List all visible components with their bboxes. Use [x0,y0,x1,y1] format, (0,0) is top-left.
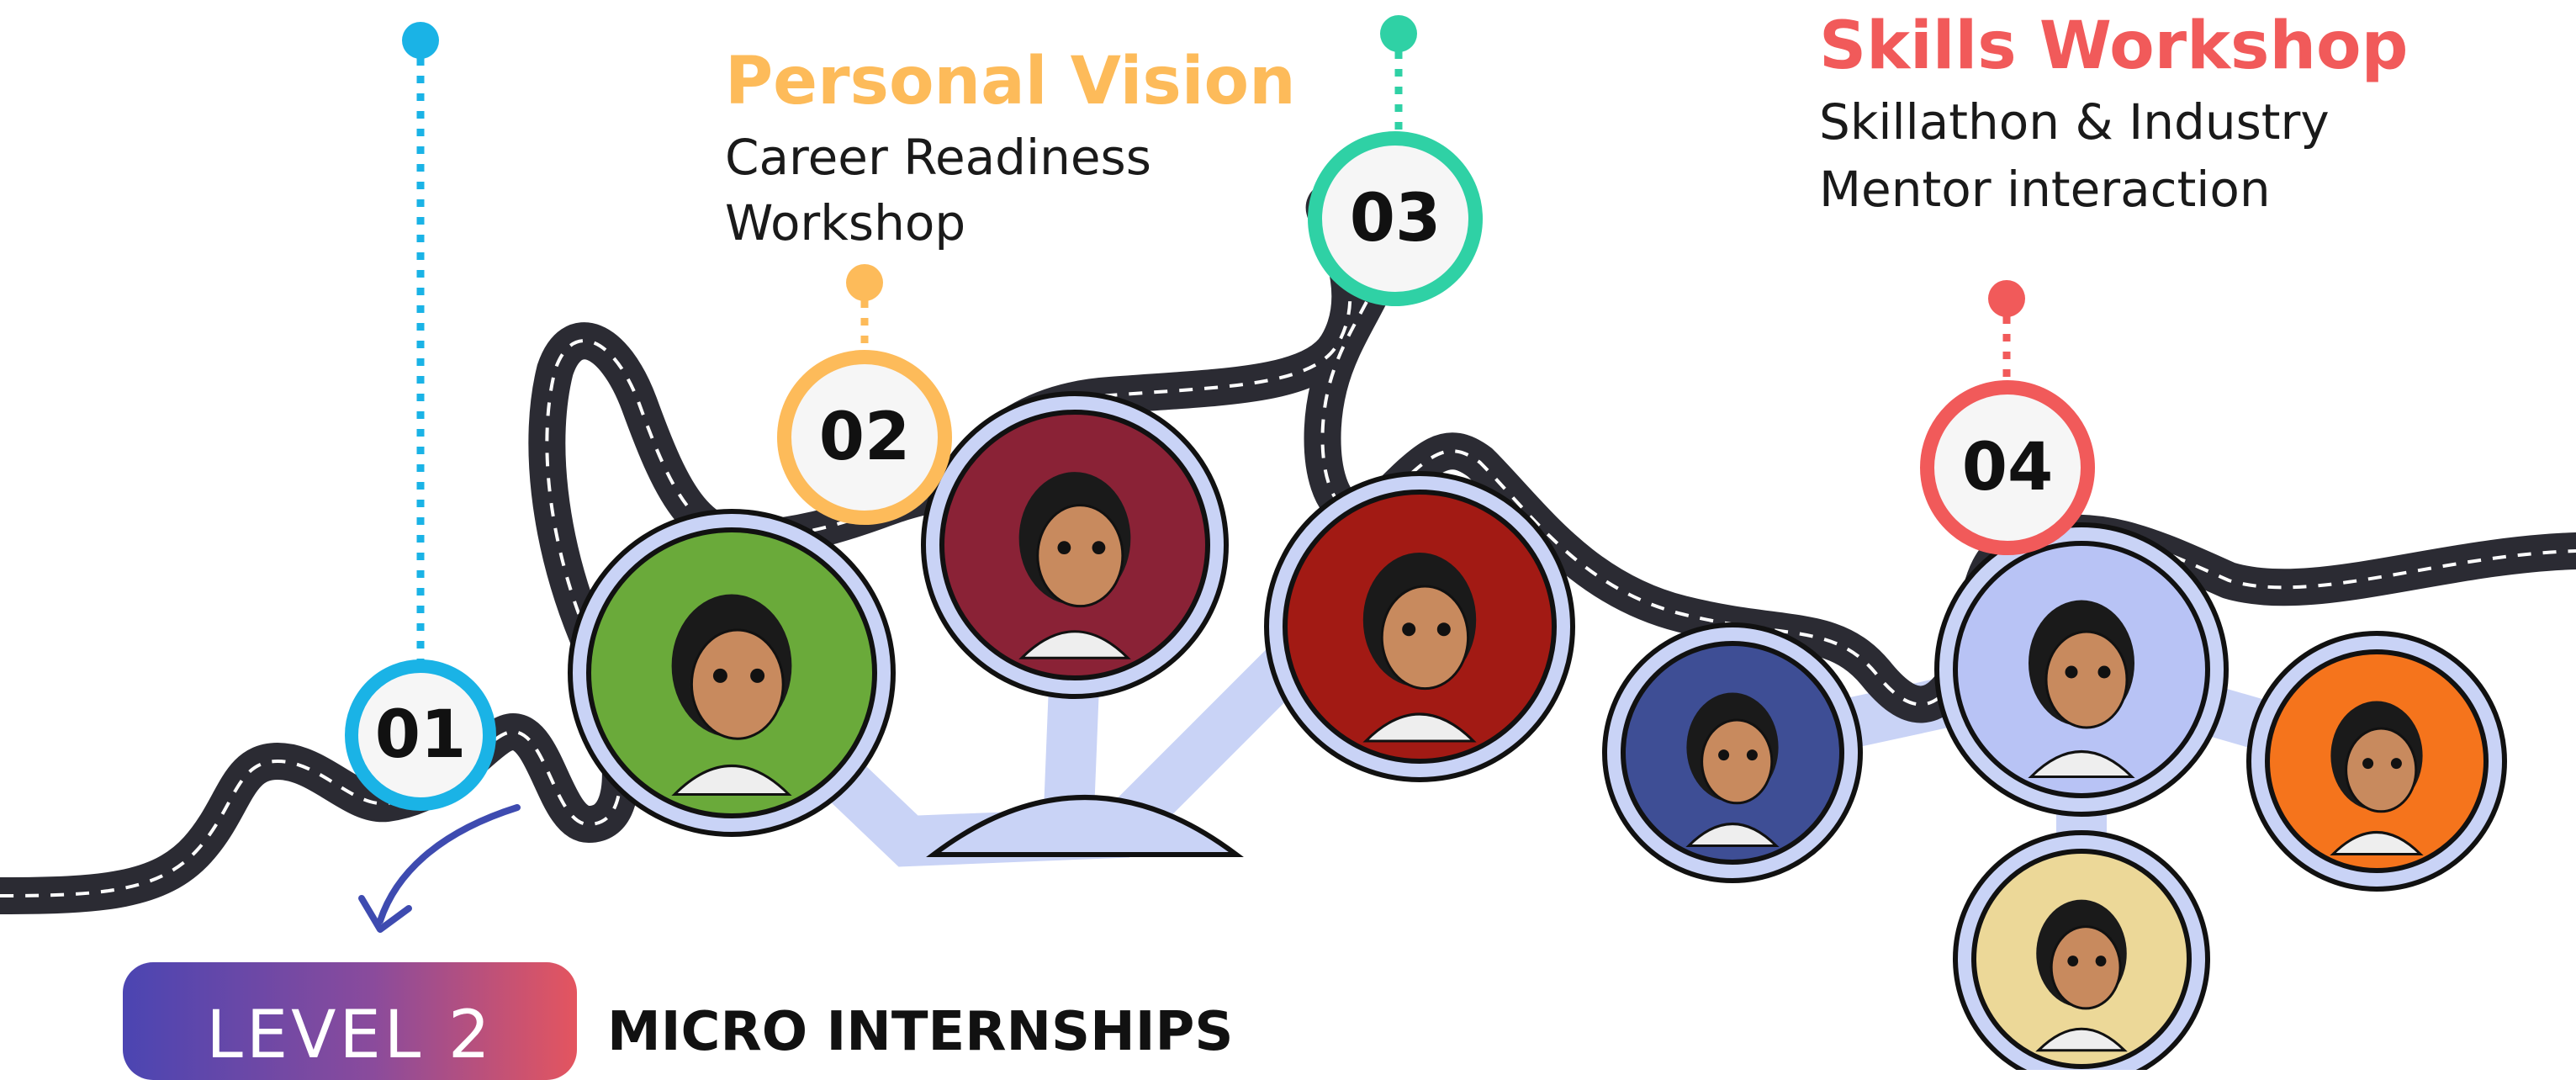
stage-02-desc-line2: Workshop [725,194,966,251]
stage-04-desc-line1: Skillathon & Industry [1819,93,2330,151]
nurse-avatar-icon [2246,631,2507,892]
chef-avatar-icon [568,509,896,837]
student-avatar-icon [1934,522,2229,817]
stage-04-title: Skills Workshop [1819,8,2409,84]
stage-02-marker: 02 [777,350,952,525]
businessperson-avatar-icon [1602,622,1863,883]
stage-04-number: 04 [1961,430,2054,506]
stage-01-pin [402,22,439,59]
stage-02-pin [846,264,883,301]
artist-avatar-icon [1264,471,1575,782]
level-badge: LEVEL 2 [123,962,577,1080]
level-title: MICRO INTERNSHIPS [607,1001,1234,1063]
stage-02-title: Personal Vision [725,44,1296,119]
level-badge-label: LEVEL 2 [206,998,494,1073]
career-avatars [568,391,2507,1070]
stage-03-number: 03 [1349,181,1441,257]
stage-01-marker: 01 [345,659,496,811]
stage-02-desc-line1: Career Readiness [725,129,1151,186]
stage-01-number: 01 [374,697,467,773]
stage-02-number: 02 [818,400,911,475]
stage-03-marker: 03 [1308,131,1483,306]
police-avatar-icon [921,391,1229,699]
pin-lines [402,15,2025,660]
winding-road [0,183,2576,914]
stage-04-marker: 04 [1920,380,2095,555]
stage-03-pin [1380,15,1417,52]
stage-04-pin [1988,280,2025,317]
stage-04-desc-line2: Mentor interaction [1819,161,2271,218]
doctor-avatar-icon [1953,830,2210,1070]
arrow-icon [358,804,521,933]
